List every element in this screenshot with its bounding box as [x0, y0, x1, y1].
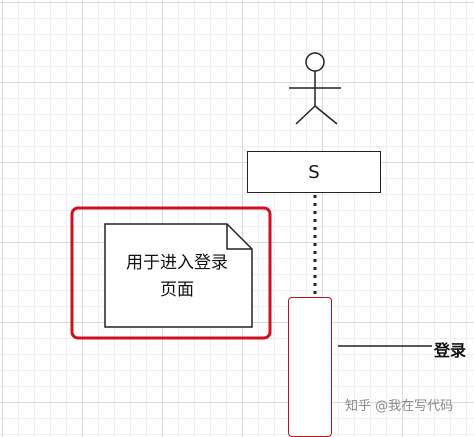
note-shape[interactable]: [104, 223, 253, 328]
note-text: 用于进入登录 页面: [108, 250, 246, 304]
note-folded-corner: [226, 224, 252, 250]
actor-right-leg: [314, 105, 338, 125]
lifeline-box[interactable]: S: [247, 151, 381, 193]
actor-left-leg: [295, 105, 316, 125]
note-body: [104, 223, 253, 328]
watermark-text: 知乎 @我在写代码: [345, 399, 454, 414]
note-text-line-2: 页面: [160, 280, 194, 300]
diagram-canvas: [70, 52, 432, 347]
lifeline-label: S: [308, 161, 320, 183]
message-label: 登录: [434, 341, 467, 360]
activation-bar[interactable]: [288, 297, 332, 437]
note-text-line-1: 用于进入登录: [126, 253, 228, 273]
note-selection-highlight: [70, 206, 272, 340]
actor-head: [305, 52, 325, 72]
actor-figure[interactable]: [289, 52, 341, 125]
